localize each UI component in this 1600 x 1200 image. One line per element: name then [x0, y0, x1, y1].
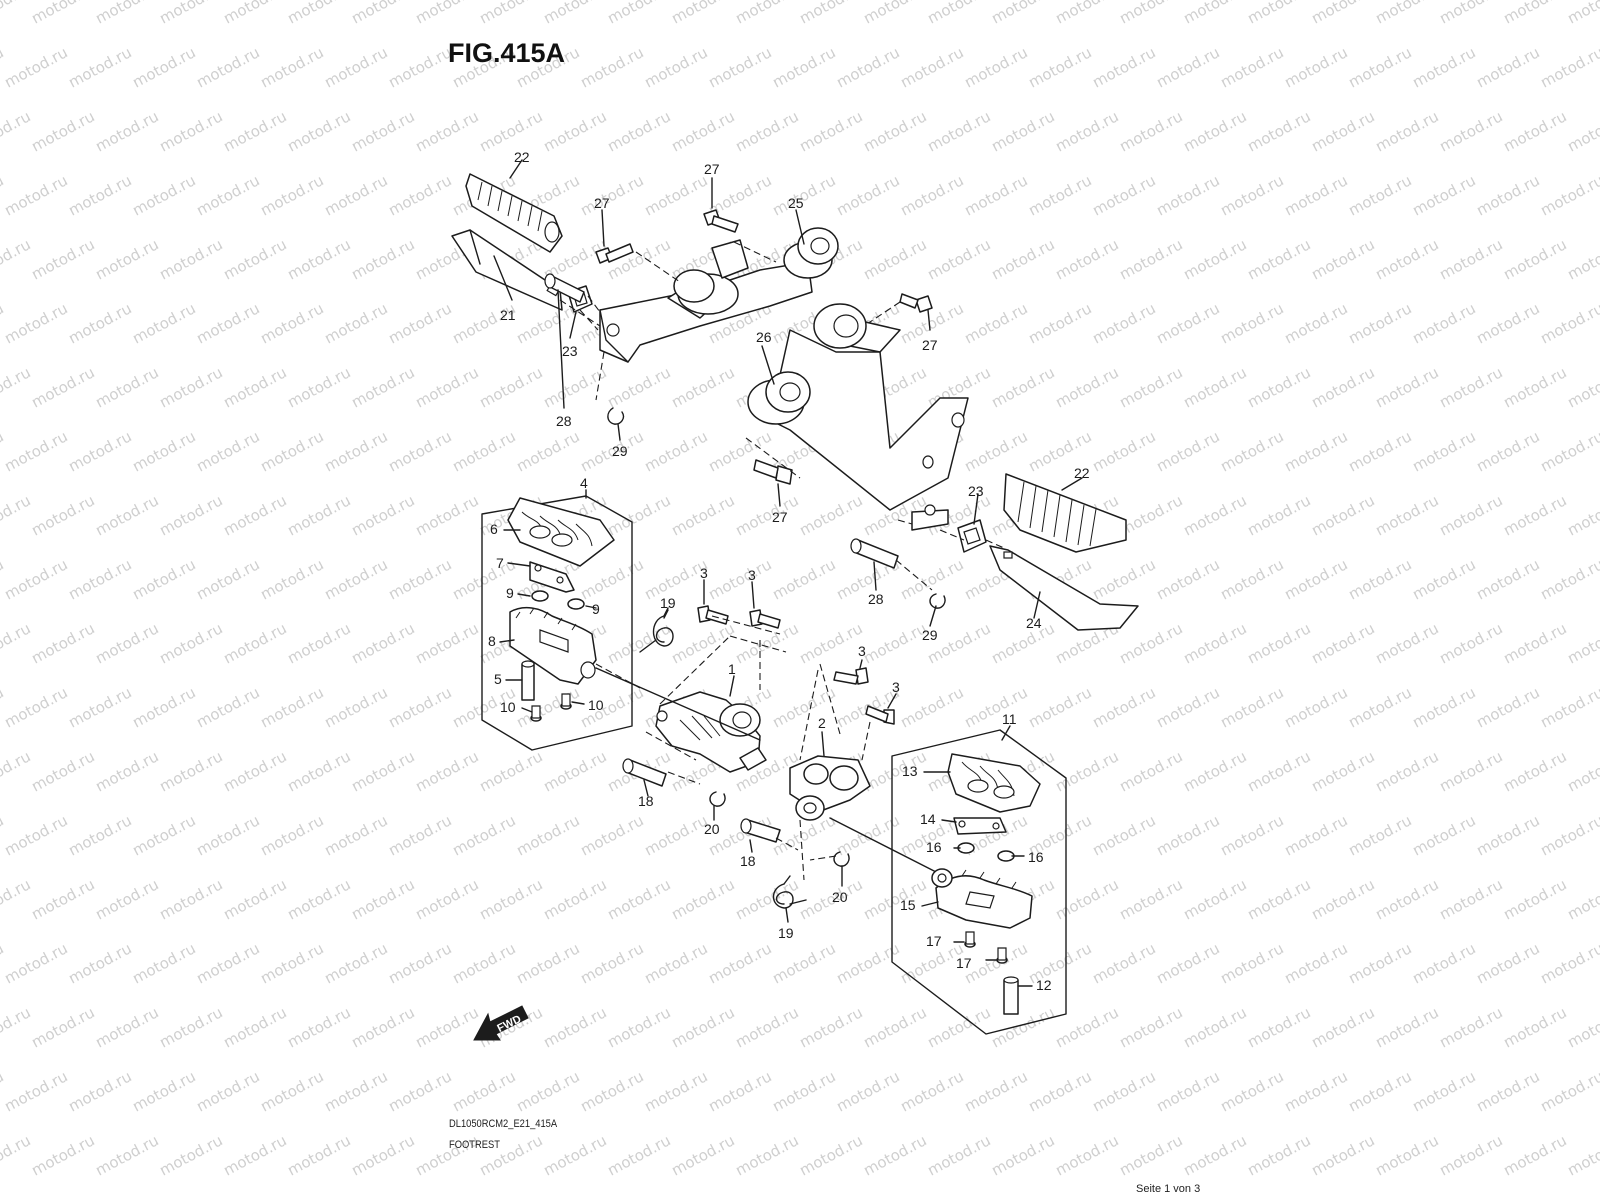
- callout-27: 27: [594, 195, 610, 211]
- bolt-27-upper-a: [595, 243, 634, 264]
- figure-name: FOOTREST: [449, 1139, 500, 1151]
- callout-9: 9: [592, 601, 600, 617]
- pin-28-lower: [850, 538, 899, 569]
- clip-29-lower: [929, 593, 946, 609]
- screw-17-a: [964, 931, 976, 948]
- footrest-bracket-2: [789, 755, 871, 821]
- callout-21: 21: [500, 307, 516, 323]
- callout-labels: 22 27 27 25 21 23 27 26 28 29 22 23 27 2…: [488, 149, 1090, 993]
- callout-28: 28: [556, 413, 572, 429]
- callout-8: 8: [488, 633, 496, 649]
- pin-12: [1003, 976, 1019, 1015]
- callout-22: 22: [1074, 465, 1090, 481]
- clip-20-right: [833, 851, 850, 867]
- clip-29-upper: [607, 407, 625, 425]
- callout-24: 24: [1026, 615, 1042, 631]
- callout-3: 3: [892, 679, 900, 695]
- footrest-8: [509, 606, 597, 685]
- figure-title: FIG.415A: [448, 38, 566, 68]
- callout-19: 19: [660, 595, 676, 611]
- callout-27: 27: [772, 509, 788, 525]
- pillion-footrest-bracket-left: [599, 227, 839, 363]
- washer-23-lower: [957, 519, 987, 553]
- footrest-15: [931, 868, 1033, 929]
- callout-18: 18: [740, 853, 756, 869]
- fwd-direction-arrow-icon: FWD: [473, 1005, 529, 1041]
- callout-27: 27: [704, 161, 720, 177]
- callout-28: 28: [868, 591, 884, 607]
- callout-15: 15: [900, 897, 916, 913]
- callout-22: 22: [514, 149, 530, 165]
- callout-27: 27: [922, 337, 938, 353]
- pin-18-left: [622, 758, 667, 787]
- callout-6: 6: [490, 521, 498, 537]
- pin-28-upper: [544, 273, 585, 303]
- page-indicator: Seite 1 von 3: [1136, 1183, 1201, 1195]
- callout-26: 26: [756, 329, 772, 345]
- callout-12: 12: [1036, 977, 1052, 993]
- pin-5: [521, 660, 535, 701]
- screw-17-b: [996, 947, 1008, 964]
- callout-16: 16: [1028, 849, 1044, 865]
- bolt-3-upper-a: [697, 605, 729, 625]
- plate-14: [953, 817, 1007, 835]
- footpeg-24: [989, 545, 1139, 631]
- callout-29: 29: [612, 443, 628, 459]
- callout-25: 25: [788, 195, 804, 211]
- footrest-assembly-11-box: [891, 729, 1067, 1035]
- plate-7: [529, 561, 575, 593]
- bolt-3-upper-b: [749, 609, 781, 629]
- callout-1: 1: [728, 661, 736, 677]
- callout-29: 29: [922, 627, 938, 643]
- callout-9: 9: [506, 585, 514, 601]
- callout-16: 16: [926, 839, 942, 855]
- screw-10-b: [560, 693, 572, 710]
- callout-10: 10: [500, 699, 516, 715]
- callout-3: 3: [700, 565, 708, 581]
- callout-4: 4: [580, 475, 588, 491]
- callout-23: 23: [562, 343, 578, 359]
- callout-5: 5: [494, 671, 502, 687]
- spring-19-lower: [772, 875, 807, 909]
- callout-11: 11: [1002, 711, 1017, 727]
- callout-10: 10: [588, 697, 604, 713]
- pillion-footrest-bracket-right: [747, 303, 969, 531]
- model-code: DL1050RCM2_E21_415A: [449, 1118, 558, 1130]
- callout-7: 7: [496, 555, 504, 571]
- callout-20: 20: [704, 821, 720, 837]
- bolt-3-right-b: [865, 705, 895, 725]
- bolt-3-right-a: [833, 667, 869, 685]
- bolt-27-upper-b: [703, 209, 739, 233]
- footrest-rubber-13: [947, 753, 1041, 813]
- pin-18-right: [740, 818, 781, 843]
- callout-17: 17: [956, 955, 972, 971]
- callout-20: 20: [832, 889, 848, 905]
- callout-3: 3: [858, 643, 866, 659]
- footpeg-rubber-22-lower: [1003, 473, 1127, 553]
- callout-3: 3: [748, 567, 756, 583]
- footrest-rubber-6: [507, 497, 615, 567]
- callout-2: 2: [818, 715, 826, 731]
- leader-lines: [493, 159, 1083, 987]
- callout-23: 23: [968, 483, 984, 499]
- callout-19: 19: [778, 925, 794, 941]
- fwd-arrow-label: FWD: [495, 1013, 523, 1035]
- bolt-27-right-upper: [899, 293, 933, 313]
- clip-20-left: [709, 791, 726, 807]
- callout-17: 17: [926, 933, 942, 949]
- spring-19-upper: [639, 607, 674, 653]
- bolt-27-lower: [753, 459, 793, 485]
- footrest-bracket-1: [655, 691, 767, 773]
- footpeg-rubber-22-upper: [465, 173, 563, 253]
- nut-16: [957, 842, 1015, 862]
- callout-13: 13: [902, 763, 918, 779]
- nut-9-left: [531, 590, 585, 610]
- screw-10-a: [530, 705, 542, 722]
- callout-18: 18: [638, 793, 654, 809]
- callout-14: 14: [920, 811, 936, 827]
